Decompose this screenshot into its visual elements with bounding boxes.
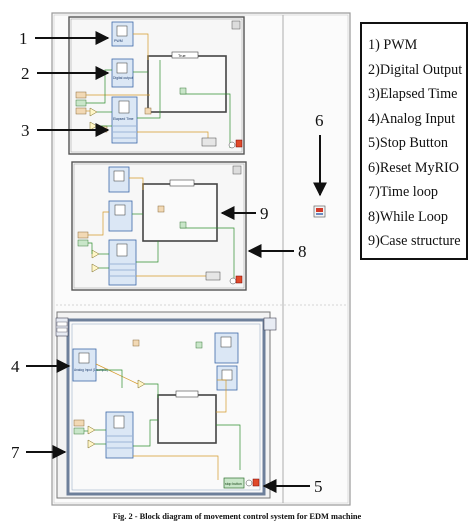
legend-item-pwm: 1) PWM — [368, 37, 418, 53]
pwm-label: PWM — [114, 39, 123, 43]
legend-item-elapsed-time: 3)Elapsed Time — [368, 86, 458, 102]
callout-3: 3 — [21, 121, 30, 140]
digital-output-label: Digital output — [113, 76, 133, 80]
legend-item-analog-input: 4)Analog Input — [368, 110, 456, 127]
analog-input-block: Analog Input (1 sample) — [72, 348, 108, 382]
figure-caption: Fig. 2 - Block diagram of movement contr… — [112, 512, 362, 521]
legend-item-reset-myrio: 6)Reset MyRIO — [368, 159, 460, 176]
bottom-vi-panel: Analog Input (1 sample) — [55, 311, 277, 499]
callout-5: 5 — [314, 477, 323, 496]
callout-8: 8 — [298, 242, 307, 261]
pwm-block-2 — [108, 166, 130, 193]
legend-item-while-loop: 8)While Loop — [368, 208, 448, 225]
analog-input-label: Analog Input (1 sample) — [74, 368, 108, 372]
reset-myrio-icon — [313, 205, 326, 218]
pwm-block: PWM — [111, 21, 134, 47]
case-structure-bottom — [157, 390, 217, 444]
digital-output-block-2 — [108, 200, 133, 232]
elapsed-time-label: Elapsed Time — [113, 117, 134, 121]
callout-1: 1 — [19, 29, 28, 48]
callout-arrows — [26, 31, 327, 493]
callout-2: 2 — [21, 64, 30, 83]
legend-item-stop-button: 5)Stop Button — [368, 135, 449, 151]
legend-item-time-loop: 7)Time loop — [368, 184, 439, 200]
callout-9: 9 — [260, 204, 269, 223]
case-structure-middle — [142, 179, 218, 242]
case-structure-top: True — [147, 51, 227, 113]
stop-button-label: stop button — [225, 482, 242, 486]
top-vi-panel: PWM Digital output Elapsed Time True — [68, 16, 245, 155]
elapsed-time-block-3 — [105, 411, 134, 459]
legend-box: 1) PWM 2)Digital Output 3)Elapsed Time 4… — [360, 22, 468, 260]
middle-vi-panel — [71, 161, 247, 291]
callout-6: 6 — [315, 111, 324, 130]
callout-7: 7 — [11, 443, 20, 462]
elapsed-time-block-2 — [108, 239, 137, 286]
digital-output-block: Digital output — [111, 58, 134, 88]
callout-4: 4 — [11, 357, 20, 376]
pwm-block-3 — [216, 365, 238, 391]
legend-item-case-structure: 9)Case structure — [368, 233, 461, 249]
stop-button-block: stop button — [223, 477, 260, 489]
legend-item-digital-output: 2)Digital Output — [368, 61, 463, 78]
digital-output-block-3 — [214, 332, 239, 364]
elapsed-time-block: Elapsed Time — [111, 96, 138, 144]
case-selector-label: True — [178, 54, 186, 58]
